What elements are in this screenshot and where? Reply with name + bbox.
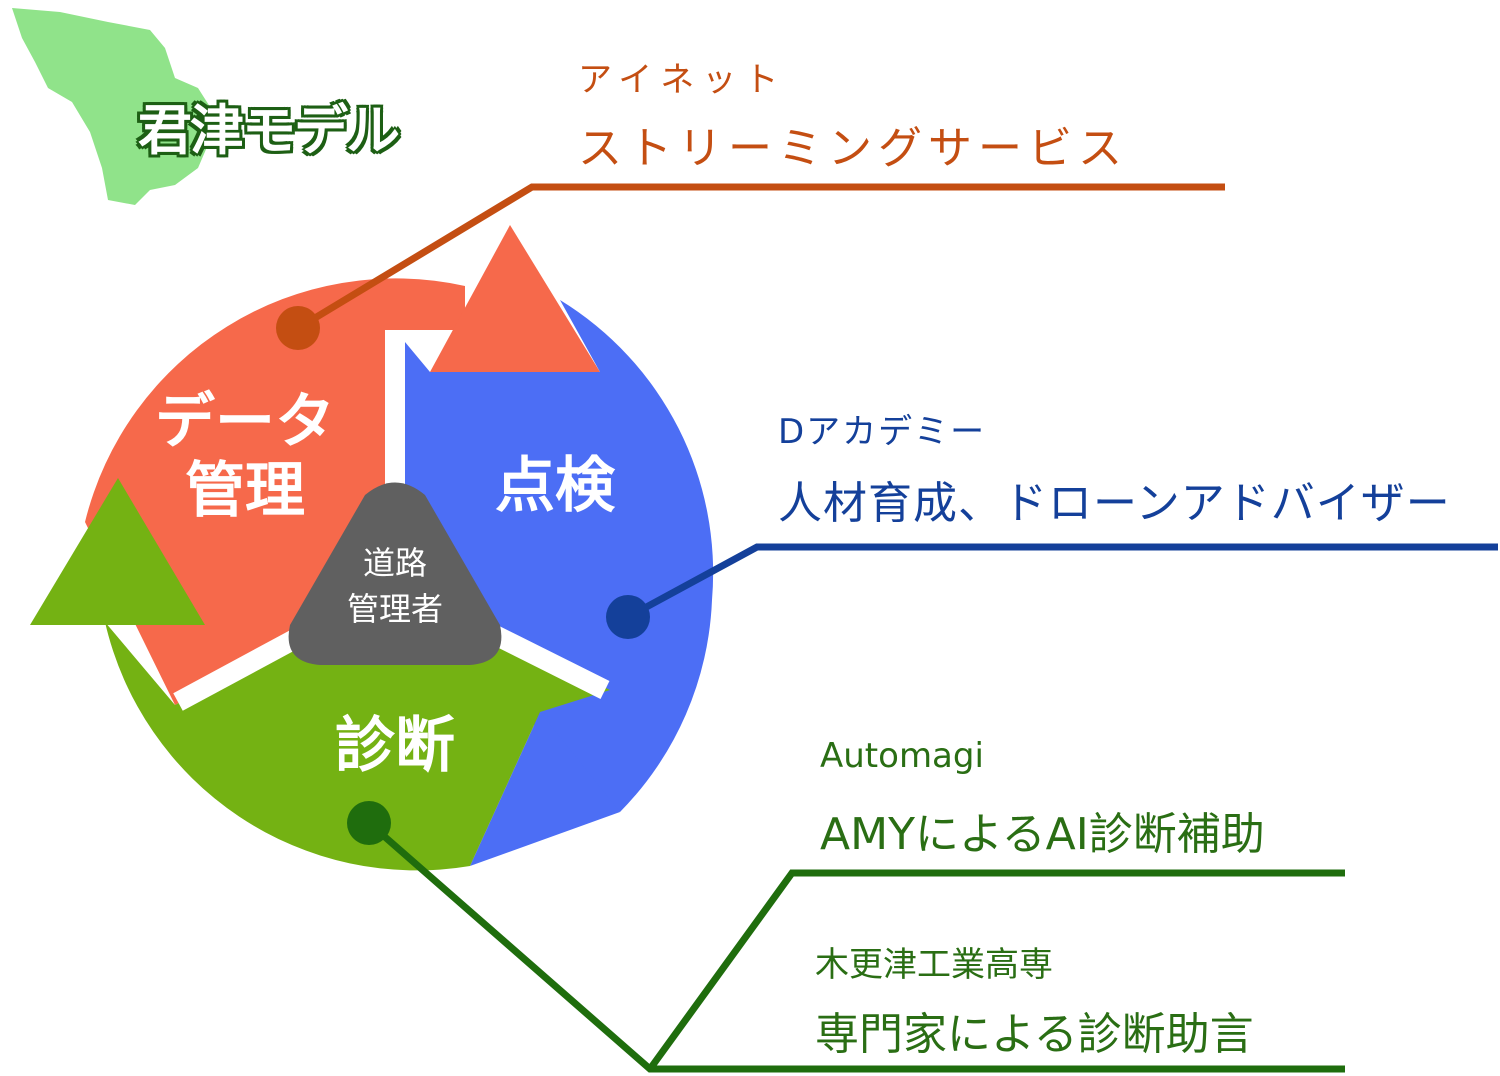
partner-ainet-company: アイネット xyxy=(578,60,787,100)
data-mgmt-label: データ 管理 xyxy=(135,388,355,526)
connector-automagi xyxy=(647,869,1345,1072)
partner-dacademy-service: 人材育成、ドローンアドバイザー xyxy=(778,478,1451,529)
inspection-arrowhead xyxy=(470,712,620,866)
center-line1: 道路 xyxy=(362,544,427,582)
diagnosis-arrowhead xyxy=(30,478,205,625)
partner-kosen-company: 木更津工業高専 xyxy=(815,945,1053,985)
partner-automagi-service: AMYによるAI診断補助 xyxy=(820,809,1265,860)
center-label: 道路 管理者 xyxy=(300,540,490,633)
diagnosis-label: 診断 xyxy=(335,711,455,781)
data-mgmt-line2: 管理 xyxy=(185,456,305,526)
dot-diagnosis xyxy=(347,801,391,845)
dot-dacademy xyxy=(606,595,650,639)
dot-ainet xyxy=(276,306,320,350)
partner-ainet-service: ストリーミングサービス xyxy=(578,123,1128,174)
partner-kosen-service: 専門家による診断助言 xyxy=(815,1009,1254,1060)
model-label: 君津モデル xyxy=(138,99,400,162)
inspection-label: 点検 xyxy=(495,451,615,521)
data-mgmt-line1: データ xyxy=(155,387,335,457)
data-mgmt-arrowhead xyxy=(430,225,600,372)
center-triangle xyxy=(288,482,502,665)
center-line2: 管理者 xyxy=(346,590,443,629)
inspection-segment xyxy=(395,300,714,812)
partner-dacademy-company: Dアカデミー xyxy=(778,412,987,452)
connector-ainet xyxy=(298,183,1225,330)
connector-dacademy xyxy=(626,543,1498,621)
partner-automagi-company: Automagi xyxy=(820,736,984,776)
kimitsu-map-icon xyxy=(12,8,212,205)
